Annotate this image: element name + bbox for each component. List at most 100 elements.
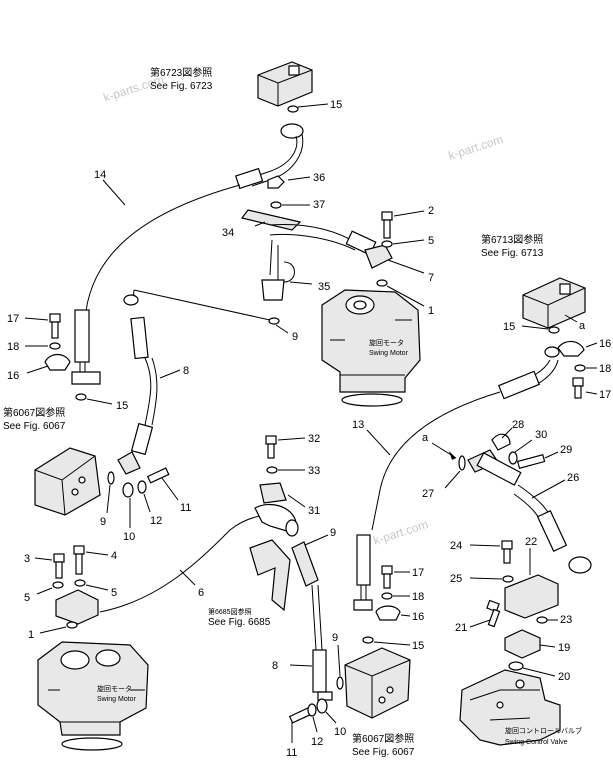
washer-25 (502, 575, 514, 583)
o-ring-9-left (107, 471, 115, 485)
swing-motor-upper-label-jp: 旋回モータ (369, 338, 404, 347)
hose-13 (353, 346, 560, 611)
washer-18-left (49, 342, 61, 350)
callout-11-left: 11 (180, 502, 191, 514)
o-ring-1 (376, 279, 388, 287)
bolt-3 (53, 553, 65, 579)
ref-fig6723-jp: 第6723図参照 (150, 66, 212, 79)
o-ring-1-lower (66, 621, 78, 629)
callout-16-left: 16 (7, 370, 19, 382)
callout-16-right: 16 (599, 338, 611, 350)
callout-9-lower: 9 (332, 632, 338, 644)
washer-18-right (574, 364, 586, 372)
bolt-21 (486, 599, 501, 628)
callout-17-center: 17 (412, 567, 424, 579)
callout-28: 28 (512, 419, 524, 431)
ref-fig6713-en: See Fig. 6713 (481, 248, 544, 259)
elbow-7 (364, 244, 393, 269)
ref-fig6067-right-jp: 第6067図参照 (352, 732, 414, 745)
flange-swing-motor-lower (55, 589, 99, 625)
watermark-2: k-part.com (447, 132, 505, 163)
callout-27: 27 (422, 488, 434, 500)
block-6067-right (344, 647, 411, 719)
callout-15: 15 (330, 99, 342, 111)
bolt-17-left (49, 313, 61, 339)
fitting-35 (261, 279, 285, 301)
callout-24: 24 (450, 540, 462, 552)
ref-fig6723-en: See Fig. 6723 (150, 81, 213, 92)
callout-8-lower: 8 (272, 660, 278, 672)
o-ring-15-top (287, 105, 299, 113)
callout-15-left: 15 (116, 400, 128, 412)
callout-21: 21 (455, 622, 467, 634)
swing-motor-lower-label-en: Swing Motor (97, 696, 137, 703)
flange-19 (504, 629, 541, 659)
callout-26: 26 (567, 472, 579, 484)
callout-1: 1 (428, 305, 434, 317)
callout-6: 6 (198, 587, 204, 599)
callout-19: 19 (558, 642, 570, 654)
block-6067-left (34, 447, 101, 516)
callout-10-bottom: 10 (334, 726, 346, 738)
washer-18-center (381, 592, 393, 600)
callout-13: 13 (352, 419, 364, 431)
o-ring-15-left (75, 393, 87, 401)
washer-5 (381, 240, 393, 248)
ref-fig6685-jp: 第6685図参照 (208, 607, 252, 616)
callout-a-top: a (579, 320, 586, 332)
o-ring-15-center (362, 636, 374, 644)
callout-1-lower: 1 (28, 629, 34, 641)
clamp-16-right (557, 340, 585, 357)
callout-5: 5 (428, 235, 434, 247)
hose-14-lower-fitting (71, 309, 101, 385)
washer-10-bottom (316, 698, 328, 714)
callout-22: 22 (525, 536, 537, 548)
callout-12-bottom: 12 (311, 736, 323, 748)
callout-17-right: 17 (599, 389, 611, 401)
hose-6 (99, 503, 299, 613)
callout-33: 33 (308, 465, 320, 477)
clamp-16-left (44, 353, 71, 371)
washer-37 (270, 201, 282, 209)
bracket-6685 (249, 539, 291, 612)
callout-36: 36 (313, 172, 325, 184)
callout-9-upper: 9 (292, 331, 298, 343)
callout-14: 14 (94, 169, 106, 181)
o-ring-9-upper (268, 317, 280, 325)
clamp-31 (259, 482, 287, 504)
ref-fig6713-jp: 第6713図参照 (481, 233, 543, 246)
callout-15-right: 15 (503, 321, 515, 333)
callout-11-bottom: 11 (286, 747, 297, 759)
clamp-16-center (375, 605, 401, 621)
washer-5-left (52, 581, 64, 589)
block-6713 (522, 277, 586, 329)
bolt-17-right (572, 377, 584, 399)
washer-30 (508, 451, 518, 465)
callout-25: 25 (450, 573, 462, 585)
callout-18-left: 18 (7, 341, 19, 353)
callout-30: 30 (535, 429, 547, 441)
callout-34: 34 (222, 227, 234, 239)
washer-12-left (137, 480, 147, 494)
o-ring-27 (458, 455, 466, 471)
callout-2: 2 (428, 205, 434, 217)
watermark-3: k-part.com (372, 517, 430, 548)
callout-8: 8 (183, 365, 189, 377)
callout-9-center: 9 (330, 527, 336, 539)
bolt-17-center (381, 565, 393, 589)
callout-17-left: 17 (7, 313, 19, 325)
washer-23 (536, 616, 548, 624)
swing-motor-upper (321, 289, 421, 407)
callout-7: 7 (428, 272, 434, 284)
swing-motor-upper-label-en: Swing Motor (369, 350, 409, 357)
callout-a-bottom: a (422, 432, 429, 444)
washer-5-right (74, 579, 86, 587)
callout-29: 29 (560, 444, 572, 456)
bolt-29 (516, 454, 546, 469)
nut-36 (267, 175, 285, 189)
hose-14 (84, 184, 241, 321)
ref-fig6067-right-en: See Fig. 6067 (352, 747, 415, 758)
callout-18-center: 18 (412, 591, 424, 603)
callout-35: 35 (318, 281, 330, 293)
